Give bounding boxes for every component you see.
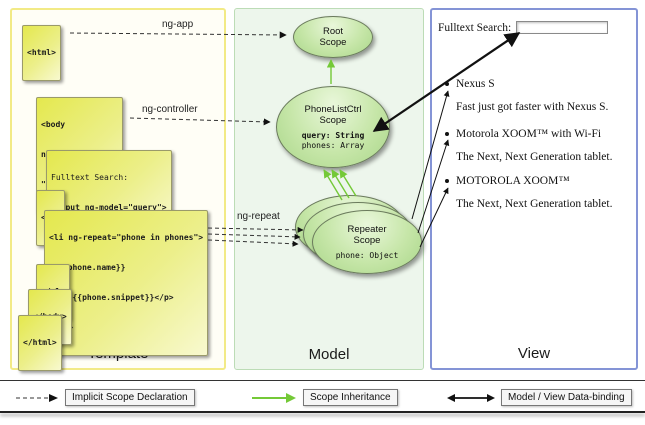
code-line: <html> xyxy=(27,48,56,57)
scope-title: Scope xyxy=(319,37,347,48)
code-line: <input ng-model="query"> xyxy=(51,203,167,212)
legend-model-view-databinding: Model / View Data-binding xyxy=(446,389,632,406)
code-html-close: </html> xyxy=(18,315,62,371)
scope-title: Root xyxy=(322,26,344,37)
model-column: Model xyxy=(234,8,424,370)
legend-implicit-scope: Implicit Scope Declaration xyxy=(14,389,195,406)
code-line: </li> xyxy=(49,323,203,333)
legend-label: Implicit Scope Declaration xyxy=(65,389,195,406)
view-item: MOTOROLA XOOM™ xyxy=(445,175,570,187)
phonelistctrl-scope-node: PhoneListCtrl Scope query: String phones… xyxy=(276,86,390,168)
scope-prop-query: query: String xyxy=(301,130,365,140)
legend-divider-bottom xyxy=(0,411,645,413)
green-arrow-icon xyxy=(252,392,296,403)
legend-scope-inheritance: Scope Inheritance xyxy=(250,389,398,406)
code-li-repeat: <li ng-repeat="phone in phones"> {{phone… xyxy=(44,210,209,356)
root-scope-node: Root Scope xyxy=(293,16,373,58)
code-line: Fulltext Search: xyxy=(51,173,129,182)
view-item: Motorola XOOM™ with Wi-Fi xyxy=(445,128,601,140)
legend-label: Scope Inheritance xyxy=(303,389,398,406)
phone-title: Motorola XOOM™ with Wi-Fi xyxy=(456,128,602,140)
phone-snippet: Fast just got faster with Nexus S. xyxy=(456,101,609,113)
phone-title: MOTOROLA XOOM™ xyxy=(456,175,570,187)
scope-prop-phone: phone: Object xyxy=(335,250,399,260)
code-line: <body xyxy=(41,120,66,129)
fulltext-search-label: Fulltext Search: xyxy=(438,21,512,34)
scope-prop-phones: phones: Array xyxy=(301,140,365,150)
ng-app-label: ng-app xyxy=(162,19,194,30)
model-column-label: Model xyxy=(308,346,350,363)
repeater-scope-node: Repeater Scope phone: Object xyxy=(312,210,422,274)
bullet-icon xyxy=(445,179,449,183)
code-line: {{phone.name}} xyxy=(58,263,126,272)
scope-title: Scope xyxy=(353,234,381,246)
scope-title: PhoneListCtrl xyxy=(304,103,362,115)
scope-title: Repeater xyxy=(347,223,387,235)
fulltext-search-input[interactable] xyxy=(516,21,609,34)
ng-controller-label: ng-controller xyxy=(142,104,198,115)
view-search-row: Fulltext Search: xyxy=(438,21,609,34)
legend-label: Model / View Data-binding xyxy=(501,389,632,406)
view-item: Nexus S xyxy=(445,78,495,90)
code-html-open: <html> xyxy=(22,25,61,81)
phone-snippet: The Next, Next Generation tablet. xyxy=(456,198,613,210)
code-line: </html> xyxy=(23,338,57,347)
code-line: <p>{{phone.snippet}}</p> xyxy=(58,293,174,302)
code-line: <li ng-repeat="phone in phones"> xyxy=(49,233,204,242)
view-column: View xyxy=(430,8,638,370)
phone-snippet: The Next, Next Generation tablet. xyxy=(456,151,613,163)
bullet-icon xyxy=(445,82,449,86)
phone-title: Nexus S xyxy=(456,78,495,90)
ng-repeat-label: ng-repeat xyxy=(237,211,280,222)
dashed-arrow-icon xyxy=(16,393,58,402)
scope-title: Scope xyxy=(319,114,347,126)
legend-divider-top xyxy=(0,380,645,381)
bullet-icon xyxy=(445,132,449,136)
double-arrow-icon xyxy=(447,393,495,402)
view-column-label: View xyxy=(517,345,551,362)
